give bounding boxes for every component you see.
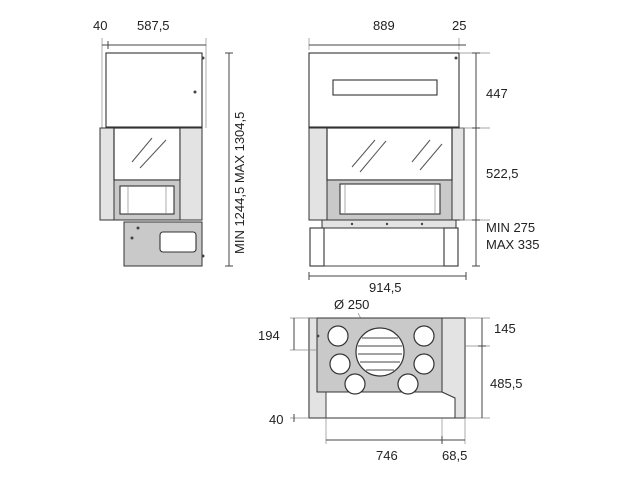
air-outlet [413, 353, 435, 375]
dim-flue-diameter: Ø 250 [334, 297, 369, 312]
air-outlet [413, 325, 435, 347]
air-outlet [329, 353, 351, 375]
front-hood-slot [332, 79, 438, 96]
dim-left-depth: 194 [258, 328, 280, 343]
dim-side-height: MIN 1244,5 MAX 1304,5 [232, 112, 247, 254]
air-outlet [327, 325, 349, 347]
dim-right-depth: 145 [494, 321, 516, 336]
dim-right-length: 485,5 [490, 376, 523, 391]
dim-opening-height: 522,5 [486, 166, 519, 181]
side-view: 40 587,5 MIN 1244,5 MAX 1304,5 [93, 18, 247, 267]
dim-hood-height: 447 [486, 86, 508, 101]
flue-outlet [355, 327, 405, 377]
side-glass [113, 127, 181, 181]
dim-side-offset: 40 [93, 18, 107, 33]
dim-front-side-offset: 25 [452, 18, 466, 33]
dim-base-min: MIN 275 [486, 220, 535, 235]
front-glass [326, 127, 453, 181]
front-view: 889 25 447 [308, 18, 539, 295]
dim-side-depth: 587,5 [137, 18, 170, 33]
dim-overall-width: 914,5 [369, 280, 402, 295]
air-outlet [397, 373, 419, 395]
dim-left-offset: 40 [269, 412, 283, 427]
dim-bottom-width: 746 [376, 448, 398, 463]
top-view: Ø 250 194 40 1 [258, 297, 523, 463]
side-hood [105, 52, 203, 128]
dim-base-max: MAX 335 [486, 237, 539, 252]
air-outlet [344, 373, 366, 395]
dim-bottom-right: 68,5 [442, 448, 467, 463]
dim-front-width: 889 [373, 18, 395, 33]
